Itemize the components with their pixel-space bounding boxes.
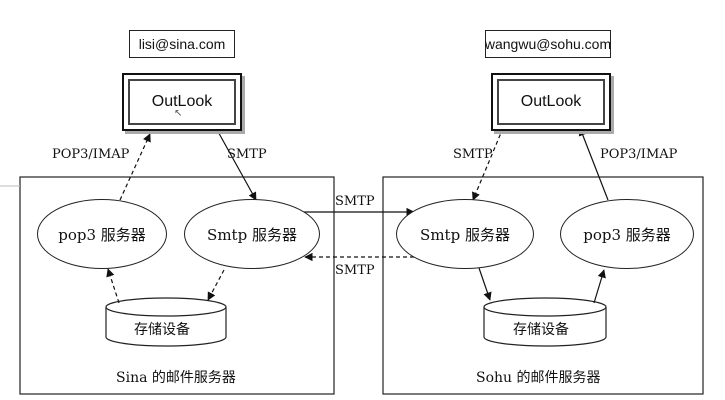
- recipient-outlook-client: OutLook: [491, 73, 611, 131]
- label-smtp-right: SMTP: [453, 147, 493, 162]
- arrow-outlook-to-smtp-left: [215, 127, 257, 201]
- sohu-storage-label: 存储设备: [513, 322, 569, 338]
- sohu-server-caption: Sohu 的邮件服务器: [476, 370, 601, 386]
- sohu-pop3-server: pop3 服务器: [560, 199, 694, 269]
- sina-storage-label: 存储设备: [134, 322, 190, 338]
- label-pop3-imap-right: POP3/IMAP: [600, 147, 678, 162]
- sender-outlook-client: OutLook: [122, 73, 242, 131]
- cursor-icon: ↖: [174, 108, 183, 119]
- arrow-pop3-to-outlook-left: [119, 133, 151, 201]
- sina-server-caption: Sina 的邮件服务器: [116, 370, 236, 386]
- arrow-pop3-to-outlook-right: [578, 127, 609, 201]
- sender-email-box: lisi@sina.com: [129, 30, 235, 58]
- sohu-smtp-server: Smtp 服务器: [396, 199, 534, 269]
- sina-server-box: [19, 176, 335, 395]
- recipient-email-box: wangwu@sohu.com: [485, 30, 611, 58]
- arrow-smtp-to-storage-left: [207, 269, 225, 301]
- arrow-smtp-to-storage-right: [478, 267, 492, 301]
- label-smtp-backward: SMTP: [335, 263, 375, 278]
- sohu-server-box: [382, 176, 704, 395]
- label-pop3-imap-left: POP3/IMAP: [52, 147, 130, 162]
- sina-smtp-server: Smtp 服务器: [184, 199, 320, 269]
- arrow-storage-to-pop3-left: [106, 268, 120, 304]
- sina-storage-cylinder: [105, 297, 227, 347]
- arrow-storage-to-pop3-right: [593, 269, 606, 304]
- sina-pop3-server: pop3 服务器: [37, 199, 167, 269]
- label-smtp-forward: SMTP: [335, 194, 375, 209]
- sohu-storage-cylinder: [483, 297, 607, 347]
- label-smtp-left: SMTP: [227, 147, 267, 162]
- arrow-outlook-to-smtp-right: [472, 127, 504, 201]
